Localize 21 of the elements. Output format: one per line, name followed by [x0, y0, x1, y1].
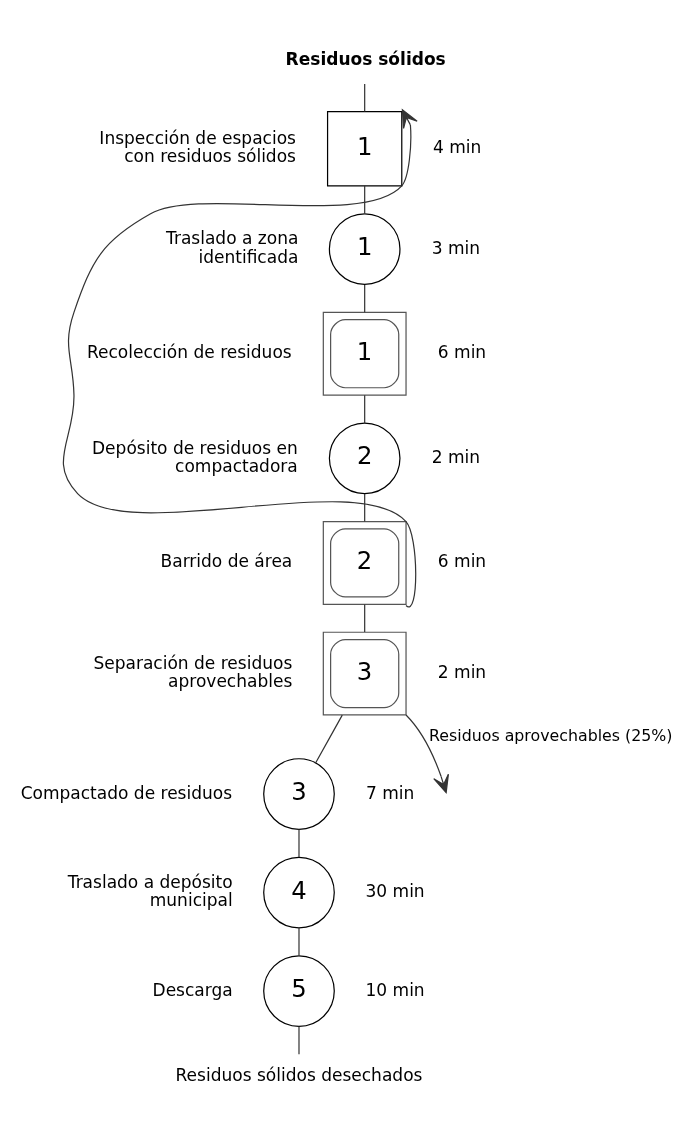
node-label: 2 min	[437, 661, 487, 682]
node-label: Compactado de residuos	[20, 782, 233, 803]
node-text: Residuos sólidos	[285, 48, 446, 69]
node-label: Depósito de residuos en compactadora	[92, 437, 298, 476]
edge-label: Residuos aprovechables (25%)	[429, 725, 673, 745]
node-label: 4 min	[432, 136, 482, 157]
node-label: 30 min	[365, 880, 425, 901]
node-label: 3 min	[431, 237, 481, 258]
node-label: Barrido de área	[160, 550, 293, 571]
node-label: Traslado a zona identificada	[166, 227, 299, 267]
node-label: Separación de residuos aprovechables	[93, 652, 293, 691]
node-text: Residuos sólidos desechados	[175, 1064, 423, 1085]
node-label: Traslado a depósito municipal	[67, 871, 233, 910]
node-label: Inspección de espacios con residuos sólidos	[99, 127, 296, 166]
node-label: Recolección de residuos	[86, 341, 292, 362]
node-label: 6 min	[437, 550, 487, 571]
node-label: 6 min	[437, 341, 487, 362]
node-label: 2 min	[431, 446, 481, 467]
node-label: 7 min	[366, 782, 415, 803]
node-label: Descarga	[152, 979, 233, 1000]
node-label: 10 min	[365, 979, 425, 1000]
